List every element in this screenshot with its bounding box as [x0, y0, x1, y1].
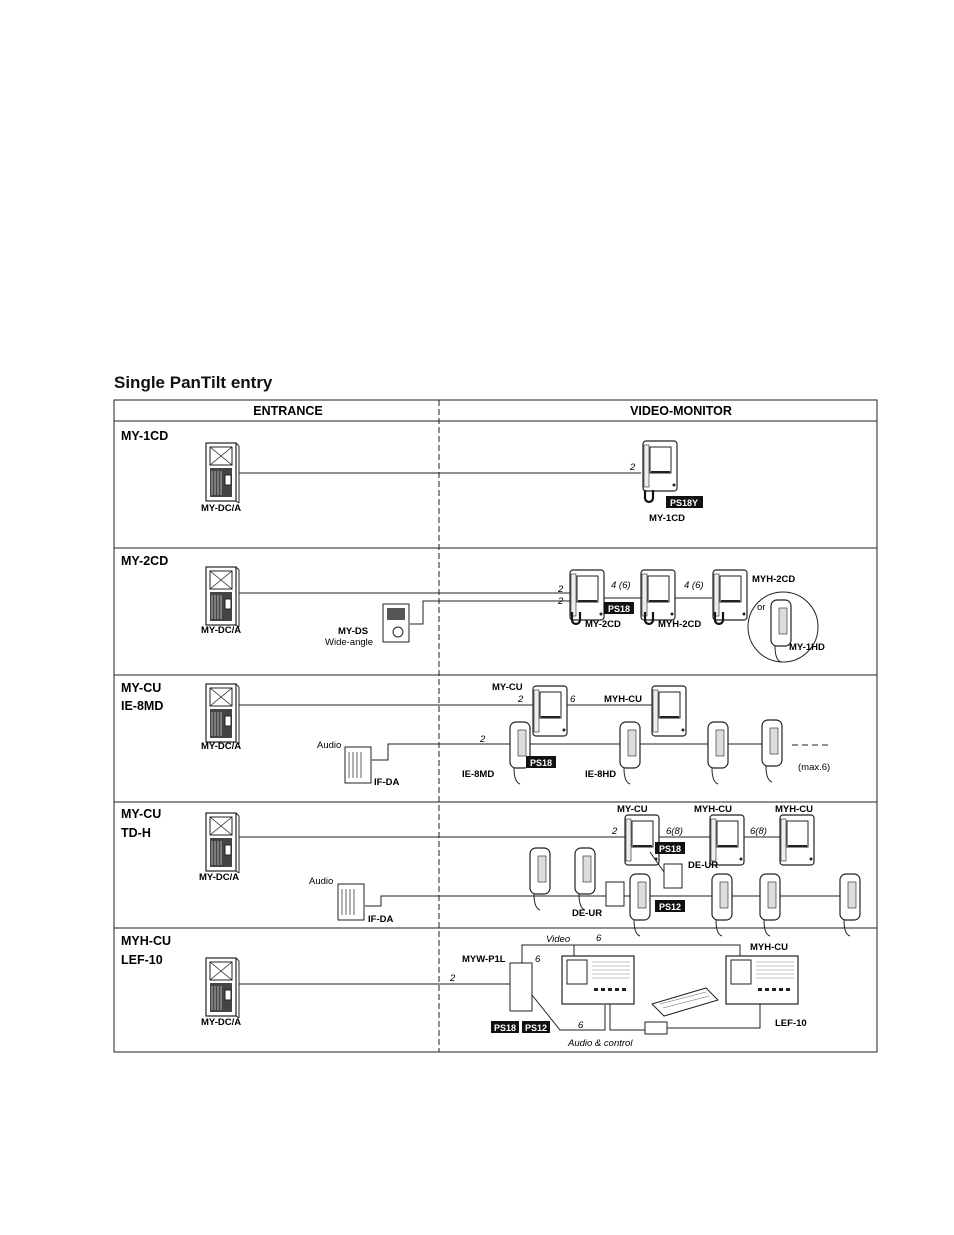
- monitor-label: MYH-CU: [775, 804, 813, 815]
- monitor-label: MYH-CU: [694, 804, 732, 815]
- video-monitor-icon: [569, 569, 605, 621]
- entrance-unit-label: MY-DC/A: [199, 872, 239, 883]
- door-station-icon: [205, 442, 240, 504]
- intercom-handset-icon: [509, 721, 531, 785]
- monitor-label: MYH-CU: [750, 942, 788, 953]
- audio-control-label: Audio & control: [567, 1038, 633, 1049]
- relay-label: DE-UR: [688, 860, 718, 871]
- camera-note: Wide-angle: [325, 637, 373, 648]
- door-station-icon: [205, 683, 240, 745]
- ps-badge: PS18: [608, 604, 630, 614]
- wire-count: 6: [570, 694, 576, 705]
- station-label: LEF-10: [775, 1018, 807, 1029]
- intercom-handset-icon: [529, 847, 551, 911]
- ps-badge: PS18Y: [670, 498, 698, 508]
- video-monitor-icon: [709, 814, 745, 866]
- wire-count: 6(8): [666, 826, 683, 837]
- wire-count: 4 (6): [611, 580, 631, 591]
- intercom-handset-icon: [761, 719, 783, 783]
- adaptor-label: MYW-P1L: [462, 954, 506, 965]
- header-entrance: ENTRANCE: [253, 404, 322, 418]
- door-station-icon: [205, 566, 240, 628]
- system-label: MY-CU: [121, 807, 161, 821]
- ps-badge: PS18: [494, 1023, 516, 1033]
- door-station-icon: [205, 957, 240, 1019]
- intercom-handset-icon: [839, 873, 861, 937]
- video-monitor-icon: [779, 814, 815, 866]
- intercom-handset-icon: [629, 873, 651, 937]
- system-label: MY-CU: [121, 681, 161, 695]
- intercom-handset-icon: [619, 721, 641, 785]
- entrance-unit-label: MY-DC/A: [201, 1017, 241, 1028]
- master-station-icon: [725, 955, 799, 1005]
- monitor-label: MYH-CU: [604, 694, 642, 705]
- ps-badge: PS12: [525, 1023, 547, 1033]
- or-label: or: [757, 602, 765, 613]
- wire-count: 2: [479, 734, 486, 745]
- wire-count: 2: [557, 584, 564, 595]
- ps-badge: PS18: [659, 844, 681, 854]
- control-box-icon: [644, 1021, 668, 1035]
- monitor-label: MYH-2CD: [658, 619, 701, 630]
- system-label: LEF-10: [121, 953, 163, 967]
- entrance-unit-label: MY-DC/A: [201, 741, 241, 752]
- wire-count: 2: [629, 462, 636, 473]
- wire-count: 6: [578, 1020, 584, 1031]
- wire-count: 6: [535, 954, 541, 965]
- wire-count: 6: [596, 933, 602, 944]
- system-label: TD-H: [121, 826, 151, 840]
- monitor-label: MY-CU: [492, 682, 523, 693]
- system-label: MY-1CD: [121, 429, 168, 443]
- camera-label: MY-DS: [338, 626, 368, 637]
- ps-badge: PS12: [659, 902, 681, 912]
- intercom-handset-icon: [707, 721, 729, 785]
- adaptor-icon: [509, 962, 533, 1012]
- audio-label: Audio: [317, 740, 341, 751]
- station-label: IE-8MD: [462, 769, 494, 780]
- entrance-unit-label: MY-DC/A: [201, 503, 241, 514]
- handset-hook-icon: [643, 488, 655, 504]
- wire-count: 2: [611, 826, 618, 837]
- adaptor-label: IF-DA: [374, 777, 399, 788]
- ps-badge: PS18: [530, 758, 552, 768]
- video-monitor-icon: [642, 440, 678, 492]
- adaptor-label: IF-DA: [368, 914, 393, 925]
- wire-count: 2: [517, 694, 524, 705]
- max-label: (max.6): [798, 762, 830, 773]
- video-monitor-icon: [651, 685, 687, 737]
- intercom-handset-icon: [574, 847, 596, 911]
- system-label: MYH-CU: [121, 934, 171, 948]
- entrance-unit-label: MY-DC/A: [201, 625, 241, 636]
- relay-label: DE-UR: [572, 908, 602, 919]
- station-label: IE-8HD: [585, 769, 616, 780]
- intercom-handset-icon: [711, 873, 733, 937]
- video-label: Video: [546, 934, 570, 945]
- video-monitor-icon: [532, 685, 568, 737]
- header-video-monitor: VIDEO-MONITOR: [630, 404, 732, 418]
- page-title: Single PanTilt entry: [114, 373, 273, 392]
- monitor-label: MY-2CD: [585, 619, 621, 630]
- monitor-label: MY-1CD: [649, 513, 685, 524]
- audio-label: Audio: [309, 876, 333, 887]
- door-release-icon: [605, 881, 625, 907]
- wire-count: 2: [449, 973, 456, 984]
- wire-count: 6(8): [750, 826, 767, 837]
- video-monitor-icon: [712, 569, 748, 621]
- system-label: IE-8MD: [121, 699, 163, 713]
- diagram-frame: [113, 399, 878, 1053]
- master-station-icon: [561, 955, 635, 1005]
- intercom-handset-icon: [759, 873, 781, 937]
- wire-count: 4 (6): [684, 580, 704, 591]
- door-station-icon: [205, 812, 240, 874]
- wire-count: 2: [557, 596, 564, 607]
- monitor-label: MYH-2CD: [752, 574, 795, 585]
- monitor-label: MY-CU: [617, 804, 648, 815]
- system-label: MY-2CD: [121, 554, 168, 568]
- door-release-icon: [663, 863, 683, 889]
- selector-console-icon: [651, 987, 719, 1017]
- monitor-label: MY-1HD: [789, 642, 825, 653]
